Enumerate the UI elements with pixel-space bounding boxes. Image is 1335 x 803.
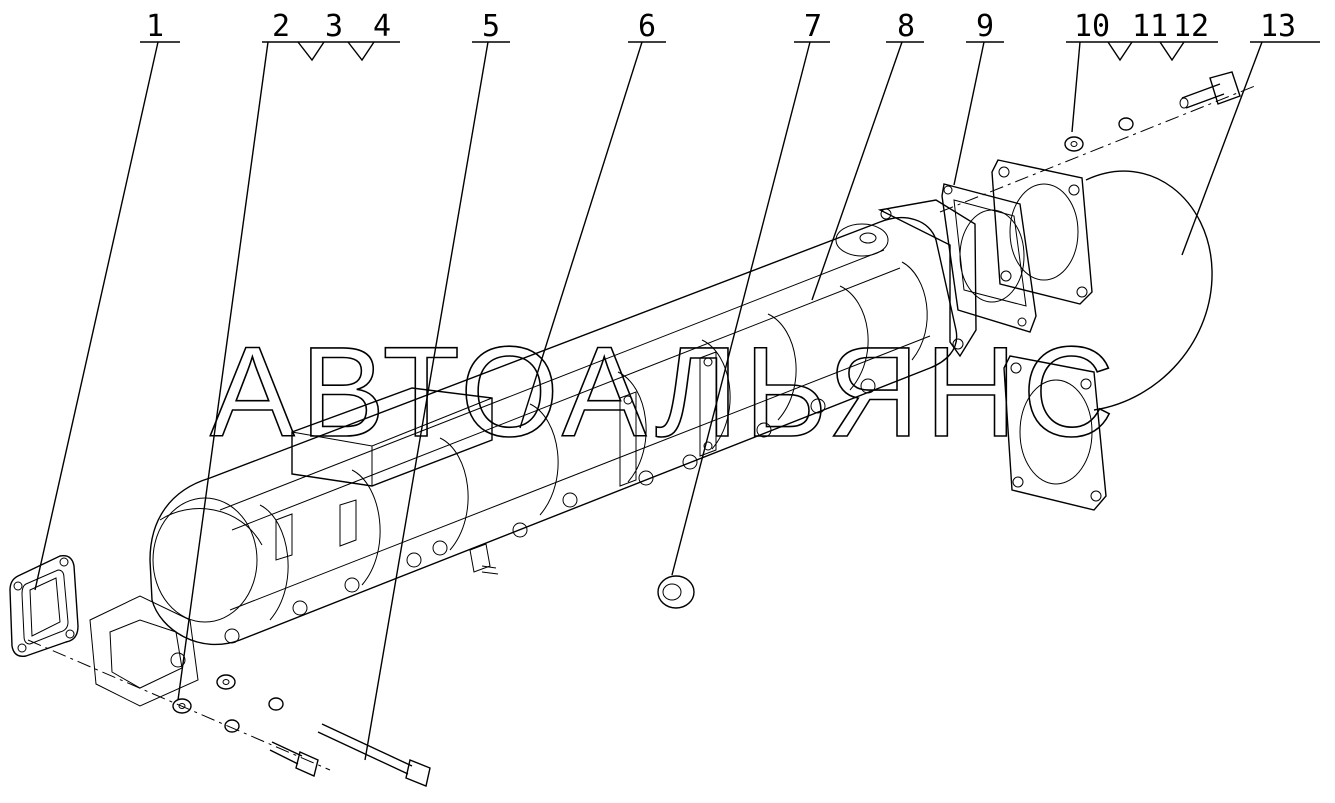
callout-7: 7 [804,9,822,44]
callout-8: 8 [897,9,915,44]
callout-2: 2 [272,9,290,44]
callout-10: 10 [1074,9,1110,44]
gasket-rear [941,183,1037,333]
callout-6: 6 [638,9,656,44]
callout-13: 13 [1260,9,1296,44]
outlet-flanges [991,159,1213,511]
front-bolts [269,723,431,787]
plug [657,575,695,609]
callout-5: 5 [482,9,500,44]
leader-lines [34,41,1320,761]
callout-3: 3 [325,9,343,44]
gasket-front [9,555,79,657]
callout-4: 4 [373,9,391,44]
rear-hardware [1064,71,1241,152]
callout-9: 9 [976,9,994,44]
callout-11: 11 [1132,9,1168,44]
front-hardware [172,674,284,733]
callout-1: 1 [146,9,164,44]
watermark: АВТОАЛЬЯНС [210,321,1120,464]
callout-12: 12 [1173,9,1209,44]
manifold-body [89,199,977,707]
